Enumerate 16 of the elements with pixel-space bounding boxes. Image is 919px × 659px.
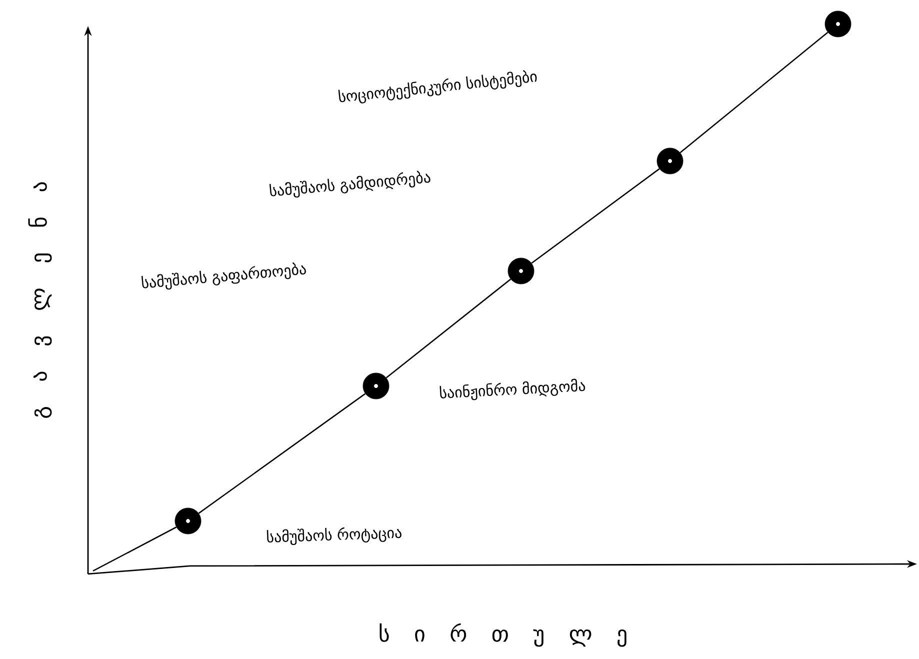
data-point (362, 372, 390, 400)
axis-title: გ ა ვ ლ ე ნ ა (28, 182, 52, 418)
curve-line (198, 393, 366, 514)
curve-line (386, 278, 512, 378)
curve-line (680, 32, 828, 154)
curve-label: სამუშაოს გამდიდრება (269, 170, 430, 198)
curve-label: საინჟინრო მიდგომა (440, 378, 586, 400)
axis-title: ს ი რ თ უ ლ ე (380, 623, 626, 647)
curve-label: სამუშაოს როტაცია (266, 527, 402, 546)
data-point (824, 10, 852, 38)
data-point (174, 508, 202, 534)
curve-line (92, 526, 177, 572)
data-point (508, 258, 534, 284)
data-point (656, 148, 684, 174)
curve-line (531, 168, 660, 264)
curve-label: სამუშაოს გაფართოება (141, 262, 306, 290)
